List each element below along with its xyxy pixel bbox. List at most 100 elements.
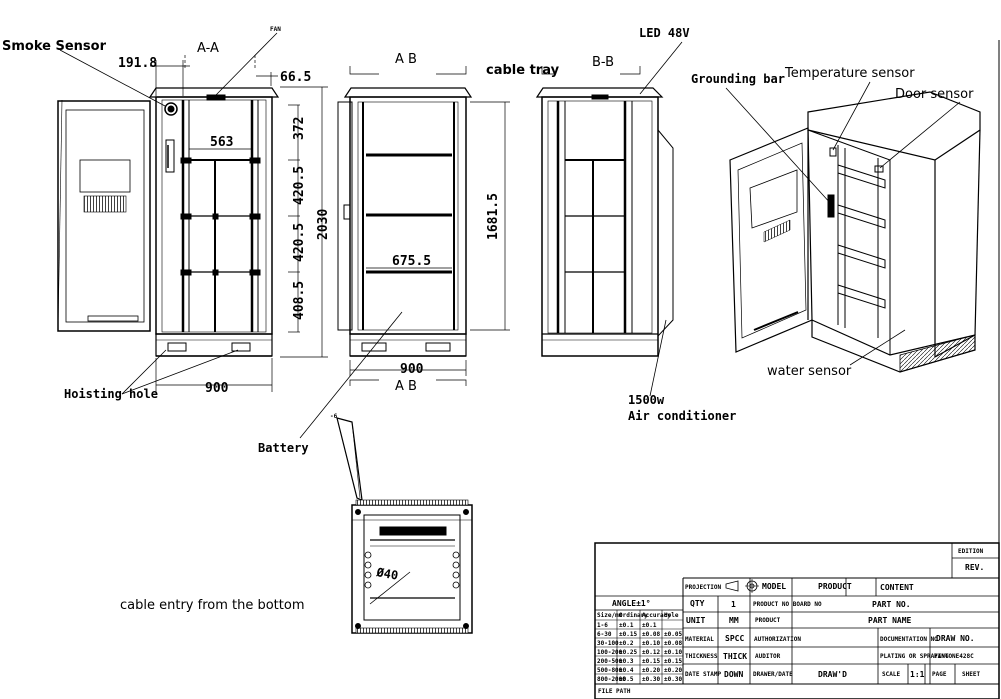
- dim-1681-5: 1681.5: [486, 193, 501, 240]
- tb-authorization: AUTHORIZATION: [754, 636, 801, 643]
- tb-content: CONTENT: [880, 583, 914, 592]
- tol-cell: 30-100: [597, 640, 619, 647]
- dim-191-8: 191.8: [118, 56, 157, 71]
- tb-page-label: PAGE: [932, 671, 947, 678]
- tb-product2: PRODUCT: [755, 617, 781, 624]
- label-hole-mark: -6: [330, 413, 338, 420]
- tb-qty-label: QTY: [690, 599, 705, 608]
- tb-file-path: FILE PATH: [598, 688, 631, 695]
- tol-cell: ±0.2: [619, 640, 634, 647]
- tb-projection: PROJECTION: [685, 584, 722, 591]
- tol-cell: ±0.30: [664, 676, 682, 683]
- section-arrows-bb: [541, 66, 641, 75]
- label-cable-tray: cable tray: [486, 63, 560, 78]
- dim-900-mid: 900: [400, 362, 424, 377]
- tol-cell: ±0.30: [642, 676, 660, 683]
- label-section-bb: B-B: [592, 55, 614, 70]
- tol-cell: 800-2000: [597, 676, 626, 683]
- tb-auditor: AUDITOR: [755, 653, 781, 660]
- tb-scale-value: 1:1: [910, 670, 925, 679]
- tb-model: MODEL: [762, 582, 786, 591]
- dim-900-left: 900: [205, 381, 229, 396]
- tb-draw-no: DRAW NO.: [936, 634, 975, 643]
- title-block-text: EDITION REV. PROJECTION MODEL PRODUCT CO…: [598, 548, 984, 695]
- tol-cell: ±0.1: [642, 622, 657, 629]
- tol-cell: ±0.20: [664, 667, 682, 674]
- tb-drawer: DRAWER/DATE: [753, 671, 793, 678]
- dimensions-middle-view: [349, 66, 510, 386]
- tb-drawer-value: DRAW'D: [818, 670, 847, 679]
- label-section-aa: A-A: [197, 41, 219, 56]
- bottom-view-cable-entry: [336, 417, 473, 634]
- tol-cell: ±0.3: [619, 658, 634, 665]
- tb-material-value: SPCC: [725, 634, 744, 643]
- tb-qty-value: 1: [731, 600, 736, 609]
- tol-header-cell: Hole: [664, 612, 679, 619]
- label-door-sensor: Door sensor: [895, 87, 974, 102]
- tb-plating: PLATING OR SPRAYING: [880, 653, 949, 660]
- label-water-sensor: water sensor: [767, 364, 852, 379]
- tol-cell: ±0.12: [642, 649, 660, 656]
- front-view-shelves: [337, 87, 473, 357]
- tolerance-table: Size/mmOrdinaryAccuracyHole1-6±0.1±0.16-…: [597, 612, 682, 683]
- tol-cell: 6-30: [597, 631, 612, 638]
- label-hole-dia: Ø40: [374, 565, 399, 583]
- label-air-conditioner: Air conditioner: [628, 409, 736, 423]
- tb-angle: ANGLE±1°: [612, 599, 651, 608]
- tol-cell: 200-500: [597, 658, 623, 665]
- tb-scale-label: SCALE: [882, 671, 900, 678]
- tb-edition: EDITION: [958, 548, 984, 555]
- tb-date-value: DOWN: [724, 670, 743, 679]
- tol-cell: 100-200: [597, 649, 623, 656]
- label-cable-entry: cable entry from the bottom: [120, 598, 304, 613]
- dim-66-5: 66.5: [280, 70, 311, 85]
- tol-cell: ±0.10: [642, 640, 660, 647]
- label-hoisting-hole: Hoisting hole: [64, 387, 158, 401]
- tol-cell: ±0.08: [664, 640, 682, 647]
- label-grounding-bar: Grounding bar: [691, 72, 785, 86]
- tb-product: PRODUCT: [818, 582, 852, 591]
- dim-420-5a: 420.5: [292, 166, 307, 205]
- label-air-conditioner-size: 1500w: [628, 393, 665, 407]
- tb-part-name: PART NAME: [868, 616, 912, 625]
- dimensions-left-view: [150, 55, 328, 392]
- tol-header-cell: Size/mm: [597, 612, 623, 619]
- side-view-bb: [535, 87, 674, 357]
- tol-cell: 500-800: [597, 667, 623, 674]
- dim-420-5b: 420.5: [292, 223, 307, 262]
- dim-372: 372: [292, 117, 307, 140]
- label-temperature-sensor: Temperature sensor: [784, 66, 915, 81]
- tol-cell: ±0.05: [664, 631, 682, 638]
- tol-cell: ±0.15: [619, 631, 637, 638]
- tol-cell: ±0.4: [619, 667, 634, 674]
- tb-thickness-value: THICK: [723, 652, 747, 661]
- tol-cell: ±0.08: [642, 631, 660, 638]
- dim-2030: 2030: [316, 209, 331, 240]
- tb-rev: REV.: [965, 563, 984, 572]
- tb-sheet-label: SHEET: [962, 671, 980, 678]
- tol-cell: 1-6: [597, 622, 608, 629]
- tb-documentation: DOCUMENTATION NO: [880, 636, 938, 643]
- tb-unit-value: MM: [729, 616, 739, 625]
- label-smoke-sensor: Smoke Sensor: [2, 39, 107, 54]
- label-fan: FAN: [270, 26, 281, 33]
- tb-plating-value: PANTONE428C: [934, 653, 974, 660]
- label-led: LED 48V: [639, 26, 690, 40]
- tol-cell: ±0.10: [664, 649, 682, 656]
- dim-408-5: 408.5: [292, 281, 307, 320]
- tol-cell: ±0.15: [664, 658, 682, 665]
- dim-675-5: 675.5: [392, 254, 431, 269]
- tb-date-label: DATE STAMP: [685, 671, 722, 678]
- tb-material-label: MATERIAL: [685, 636, 714, 643]
- tb-unit-label: UNIT: [686, 616, 705, 625]
- title-block: [594, 542, 1000, 699]
- tol-cell: ±0.15: [642, 658, 660, 665]
- tb-part-no: PART NO.: [872, 600, 911, 609]
- tol-cell: ±0.5: [619, 676, 634, 683]
- dim-563: 563: [210, 135, 233, 150]
- isometric-view: [729, 91, 981, 373]
- tb-thickness-label: THICKNESS: [685, 653, 718, 660]
- leader-lines: [59, 32, 961, 605]
- tol-header-cell: Accuracy: [642, 612, 671, 619]
